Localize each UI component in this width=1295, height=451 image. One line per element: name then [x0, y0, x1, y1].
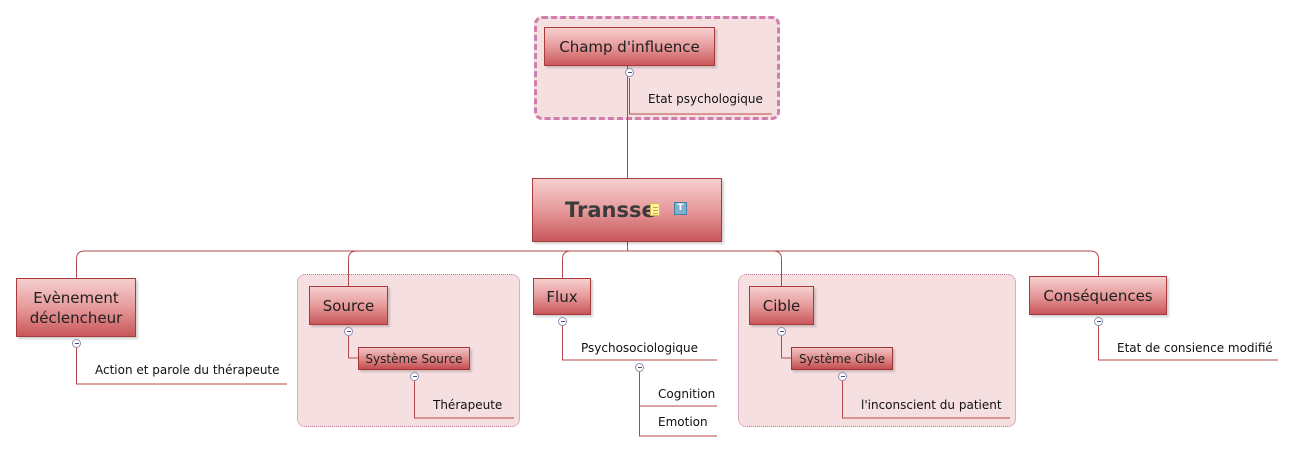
- note-icon[interactable]: [650, 203, 660, 216]
- collapse-toggle-icon[interactable]: [410, 372, 419, 381]
- topic-source[interactable]: Source: [309, 286, 388, 325]
- topic-source-label: Source: [322, 296, 375, 315]
- central-topic[interactable]: Transse: [532, 178, 722, 242]
- leaf-cognition[interactable]: Cognition: [658, 387, 716, 401]
- topic-champ-influence-label: Champ d'influence: [559, 37, 700, 56]
- leaf-etat-psychologique[interactable]: Etat psychologique: [648, 92, 763, 106]
- subtopic-systeme-source-label: Système Source: [365, 351, 463, 366]
- topic-evenement-label-line1: Evènement: [33, 288, 119, 307]
- topic-evenement-label-line2: déclencheur: [29, 308, 123, 327]
- central-topic-label: Transse: [565, 198, 656, 222]
- topic-evenement-declencheur[interactable]: Evènement déclencheur: [16, 278, 136, 337]
- topic-consequences-label: Conséquences: [1043, 286, 1153, 305]
- topic-cible-label: Cible: [762, 296, 801, 315]
- collapse-toggle-icon[interactable]: [635, 363, 644, 372]
- leaf-emotion[interactable]: Emotion: [658, 415, 708, 429]
- collapse-toggle-icon[interactable]: [558, 317, 567, 326]
- collapse-toggle-icon[interactable]: [1094, 317, 1103, 326]
- text-icon[interactable]: T: [674, 202, 687, 215]
- collapse-toggle-icon[interactable]: [72, 339, 81, 348]
- leaf-etat-consience-modifie[interactable]: Etat de consience modifié: [1117, 341, 1273, 355]
- topic-flux[interactable]: Flux: [533, 278, 591, 315]
- subtopic-systeme-cible[interactable]: Système Cible: [791, 347, 893, 370]
- topic-champ-influence[interactable]: Champ d'influence: [544, 27, 715, 66]
- collapse-toggle-icon[interactable]: [344, 327, 353, 336]
- leaf-inconscient-patient[interactable]: l'inconscient du patient: [861, 398, 1002, 412]
- topic-flux-label: Flux: [546, 287, 578, 306]
- subtopic-systeme-source[interactable]: Système Source: [358, 347, 470, 370]
- collapse-toggle-icon[interactable]: [777, 327, 786, 336]
- topic-consequences[interactable]: Conséquences: [1029, 276, 1167, 315]
- subtopic-systeme-cible-label: Système Cible: [799, 351, 885, 366]
- leaf-action-parole[interactable]: Action et parole du thérapeute: [95, 363, 280, 377]
- collapse-toggle-icon[interactable]: [625, 68, 634, 77]
- topic-cible[interactable]: Cible: [749, 286, 814, 325]
- leaf-therapeute[interactable]: Thérapeute: [433, 398, 503, 412]
- collapse-toggle-icon[interactable]: [838, 372, 847, 381]
- leaf-psychosociologique[interactable]: Psychosociologique: [581, 341, 699, 355]
